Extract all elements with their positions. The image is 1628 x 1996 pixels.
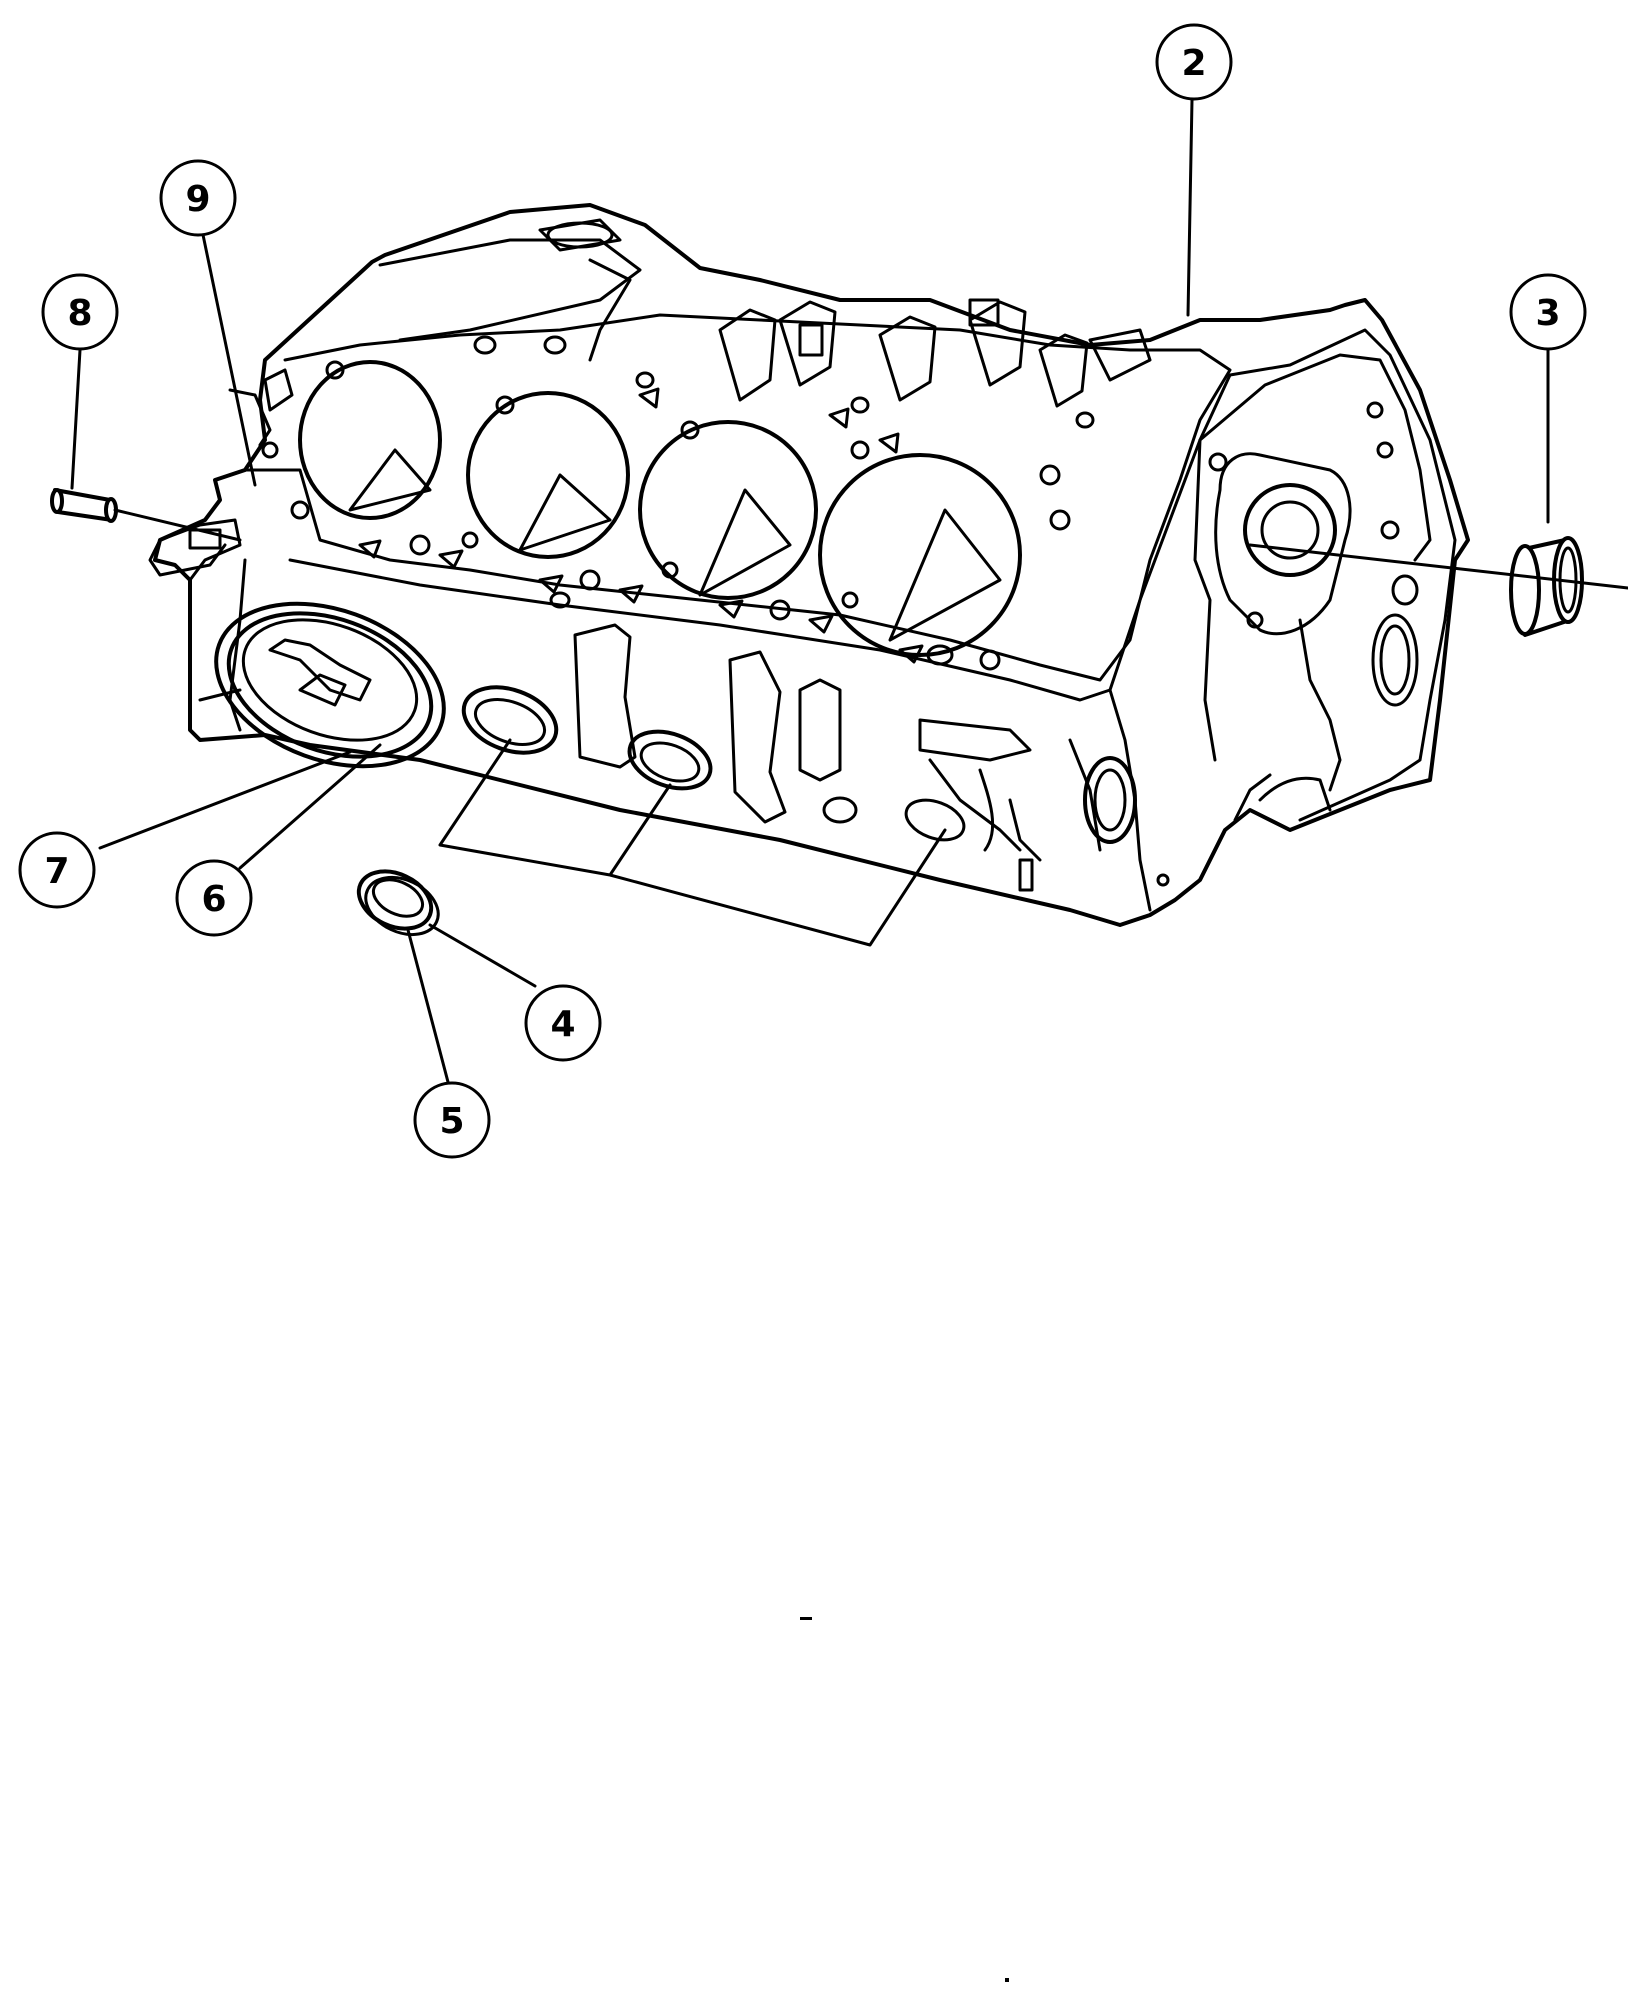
callout-label-8: 8: [67, 293, 92, 334]
scan-speck: [800, 1617, 812, 1620]
plug-axis-line: [1248, 543, 1628, 590]
callout-label-2: 2: [1181, 43, 1206, 84]
deck-holes: [261, 360, 1071, 671]
callout-9: 9: [159, 159, 237, 237]
callout-label-6: 6: [201, 879, 226, 920]
dowel-pin: [50, 488, 118, 523]
main-bearing-bores: [461, 623, 1137, 892]
callout-3: 3: [1509, 273, 1587, 351]
callout-2: 2: [1155, 23, 1233, 101]
callout-7: 7: [18, 831, 96, 909]
callout-label-9: 9: [185, 179, 210, 220]
callout-label-7: 7: [44, 851, 69, 892]
callout-label-4: 4: [550, 1004, 575, 1045]
dowel-axis-line: [113, 508, 242, 542]
callout-label-3: 3: [1535, 293, 1560, 334]
front-left-detail: [148, 388, 272, 577]
scan-speck: [1005, 1978, 1009, 1982]
callout-6: 6: [175, 859, 253, 937]
valley-details: [263, 218, 1152, 429]
cam-bore-plug: [1509, 536, 1584, 637]
core-plug: [356, 869, 440, 937]
front-crank-bore: [158, 518, 446, 769]
callout-label-5: 5: [439, 1101, 464, 1142]
callout-5: 5: [413, 1081, 491, 1159]
leader-lines: [70, 98, 1550, 1084]
block-rear-face: [1156, 353, 1432, 887]
engine-block: [148, 203, 1470, 927]
callout-4: 4: [524, 984, 602, 1062]
callout-8: 8: [41, 273, 119, 351]
